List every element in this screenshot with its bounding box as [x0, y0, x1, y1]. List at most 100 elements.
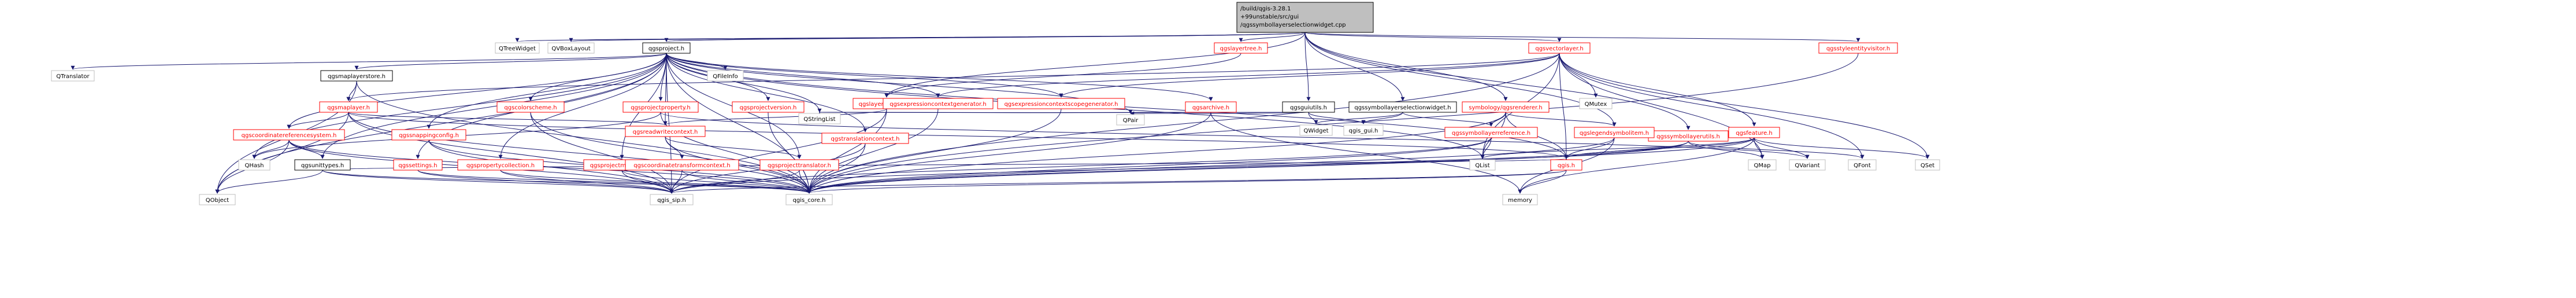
- edge-root-to-qgsvectorlayer: [1304, 32, 1562, 42]
- node-qgsmaplayer[interactable]: qgsmaplayer.h: [319, 101, 378, 113]
- node-label-qgsprojectproperty: qgsprojectproperty.h: [631, 105, 691, 111]
- node-label-qgsreadwritecontext: qgsreadwritecontext.h: [633, 129, 698, 135]
- edge-qgsguiutils-to-QStringList: [819, 112, 1309, 117]
- edge-qgsproject-to-QStringList: [666, 53, 822, 113]
- edge-qgsproject-to-qgsarchive: [666, 53, 1213, 101]
- node-qgsunittypes[interactable]: qgsunittypes.h: [294, 159, 351, 171]
- edge-root-to-qgsproject: [665, 32, 1306, 42]
- node-qgsproject[interactable]: qgsproject.h: [642, 42, 691, 54]
- node-label-qgsguiutils: qgsguiutils.h: [1290, 105, 1327, 111]
- node-label-qgsmaplayer: qgsmaplayer.h: [327, 105, 370, 111]
- node-qgssymbollayerselectionwidget[interactable]: qgssymbollayerselectionwidget.h: [1348, 101, 1457, 113]
- node-qgsexpressioncontextscopegenerator[interactable]: qgsexpressioncontextscopegenerator.h: [997, 98, 1125, 109]
- node-QHash: QHash: [238, 159, 270, 171]
- node-qgssnappingconfig[interactable]: qgssnappingconfig.h: [391, 129, 466, 141]
- node-root[interactable]: /build/qgis-3.28.1+99unstable/src/gui/qg…: [1236, 2, 1374, 33]
- node-label-QMutex: QMutex: [1585, 101, 1607, 108]
- edge-qgsarchive-to-memory: [1210, 112, 1522, 194]
- edge-qgsunittypes-to-qgis_core: [322, 170, 811, 194]
- node-box-qgis_core: [785, 194, 833, 205]
- edge-qgsmaplayer-to-qgis_sip: [348, 112, 674, 194]
- node-box-qgsstyleentityvisitor: [1818, 42, 1898, 54]
- node-QTreeWidget: QTreeWidget: [495, 42, 540, 54]
- node-QMap: QMap: [1748, 159, 1777, 171]
- node-qgsmaplayerstore[interactable]: qgsmaplayerstore.h: [320, 70, 393, 82]
- node-qgis[interactable]: qgis.h: [1550, 159, 1582, 171]
- node-qgssettings[interactable]: qgssettings.h: [393, 159, 443, 171]
- edge-qgsprojectmetadata-to-qgis_core: [621, 170, 811, 194]
- edge-qgslegendsymbolitem-to-qgis_core: [807, 137, 1615, 194]
- edge-qgis-to-memory: [1518, 170, 1567, 194]
- node-box-qgis: [1550, 159, 1582, 171]
- node-label-QStringList: QStringList: [803, 116, 835, 123]
- node-qgsprojectversion[interactable]: qgsprojectversion.h: [732, 101, 805, 113]
- node-label-QVBoxLayout: QVBoxLayout: [551, 46, 590, 52]
- node-qgssymbollayerreference[interactable]: qgssymbollayerreference.h: [1444, 127, 1538, 138]
- node-qgssymbollayerutils[interactable]: qgssymbollayerutils.h: [1648, 130, 1729, 142]
- node-label-qgsprojecttranslator: qgsprojecttranslator.h: [768, 163, 831, 169]
- node-box-qgsguiutils: [1282, 101, 1335, 113]
- edge-qgslayertree-to-qgslayertreelayer: [884, 53, 1241, 98]
- node-box-QFileInfo: [707, 70, 744, 82]
- node-box-root: [1236, 2, 1374, 33]
- node-box-qgscoordinatetransformcontext: [625, 159, 739, 171]
- node-box-qgsprojectproperty: [622, 101, 699, 113]
- edge-root-to-qgslayertree: [1239, 32, 1306, 42]
- node-qgsfeature[interactable]: qgsfeature.h: [1728, 127, 1780, 138]
- edge-qgsunittypes-to-qgis_sip: [322, 170, 674, 194]
- node-label-qgis_gui: qgis_gui.h: [1349, 128, 1378, 134]
- node-label-qgsarchive: qgsarchive.h: [1192, 105, 1229, 111]
- node-qgscoordinatetransformcontext[interactable]: qgscoordinatetransformcontext.h: [625, 159, 739, 171]
- node-qgsguiutils[interactable]: qgsguiutils.h: [1282, 101, 1335, 113]
- edge-qgssymbollayerselectionwidget-to-QWidget: [1314, 112, 1403, 124]
- node-box-qgsprojectversion: [732, 101, 805, 113]
- node-qgslegendsymbolitem[interactable]: qgslegendsymbolitem.h: [1574, 127, 1655, 138]
- edge-qgsmaplayer-to-QObject: [215, 112, 349, 194]
- edge-qgsvectorlayer-to-qgis: [1559, 53, 1569, 159]
- node-box-qgsexpressioncontextgenerator: [883, 98, 994, 109]
- node-box-qgssnappingconfig: [391, 129, 466, 141]
- node-qgslayertree[interactable]: qgslayertree.h: [1214, 42, 1268, 54]
- edge-qgsproject-to-qgstranslationcontext: [666, 53, 868, 133]
- node-symbologyqgsrenderer[interactable]: symbology/qgsrenderer.h: [1462, 101, 1550, 113]
- node-qgsprojectproperty[interactable]: qgsprojectproperty.h: [622, 101, 699, 113]
- node-label-qgslayertree: qgslayertree.h: [1220, 46, 1262, 52]
- node-qgstranslationcontext[interactable]: qgstranslationcontext.h: [821, 133, 909, 144]
- node-label-qgscolorscheme: qgscolorscheme.h: [504, 105, 557, 111]
- node-qgscoordinatereferencesystem[interactable]: qgscoordinatereferencesystem.h: [233, 129, 345, 141]
- node-box-QVBoxLayout: [547, 42, 595, 54]
- node-label-qgspropertycollection: qgspropertycollection.h: [466, 163, 535, 169]
- node-qgsreadwritecontext[interactable]: qgsreadwritecontext.h: [625, 126, 706, 137]
- dependency-edges: [71, 32, 1930, 194]
- node-qgis_sip: qgis_sip.h: [650, 194, 694, 205]
- edge-qgsproject-to-qgsexpressioncontextscopegenerator: [666, 53, 1063, 98]
- edge-root-to-qgssymbollayerselectionwidget: [1304, 32, 1405, 101]
- node-box-QHash: [238, 159, 270, 171]
- node-box-qgslayertree: [1214, 42, 1268, 54]
- node-qgsarchive[interactable]: qgsarchive.h: [1185, 101, 1237, 113]
- node-qgspropertycollection[interactable]: qgspropertycollection.h: [457, 159, 544, 171]
- node-qgsvectorlayer[interactable]: qgsvectorlayer.h: [1528, 42, 1591, 54]
- node-box-QWidget: [1299, 124, 1333, 136]
- node-box-qgsreadwritecontext: [625, 126, 706, 137]
- node-box-qgstranslationcontext: [821, 133, 909, 144]
- node-label-qgis: qgis.h: [1558, 163, 1575, 169]
- edge-qgsunittypes-to-QObject: [215, 170, 323, 194]
- node-label-qgslegendsymbolitem: qgslegendsymbolitem.h: [1580, 130, 1649, 137]
- node-box-QSet: [1915, 159, 1940, 171]
- node-qgsprojecttranslator[interactable]: qgsprojecttranslator.h: [759, 159, 839, 171]
- node-qgscolorscheme[interactable]: qgscolorscheme.h: [496, 101, 565, 113]
- node-qgsstyleentityvisitor[interactable]: qgsstyleentityvisitor.h: [1818, 42, 1898, 54]
- node-label-QPair: QPair: [1123, 117, 1139, 124]
- node-box-qgsmaplayerstore: [320, 70, 393, 82]
- edge-qgsguiutils-to-QPair: [1130, 111, 1309, 116]
- node-QWidget: QWidget: [1299, 124, 1333, 136]
- node-box-qgsunittypes: [294, 159, 351, 171]
- edge-qgsproject-to-QTranslator: [71, 53, 667, 70]
- edge-qgis-to-qgis_core: [807, 170, 1567, 194]
- node-qgsexpressioncontextgenerator[interactable]: qgsexpressioncontextgenerator.h: [883, 98, 994, 109]
- node-box-qgssymbollayerselectionwidget: [1348, 101, 1457, 113]
- node-label-QSet: QSet: [1921, 163, 1934, 169]
- node-label-qgssymbollayerselectionwidget: qgssymbollayerselectionwidget.h: [1354, 105, 1451, 111]
